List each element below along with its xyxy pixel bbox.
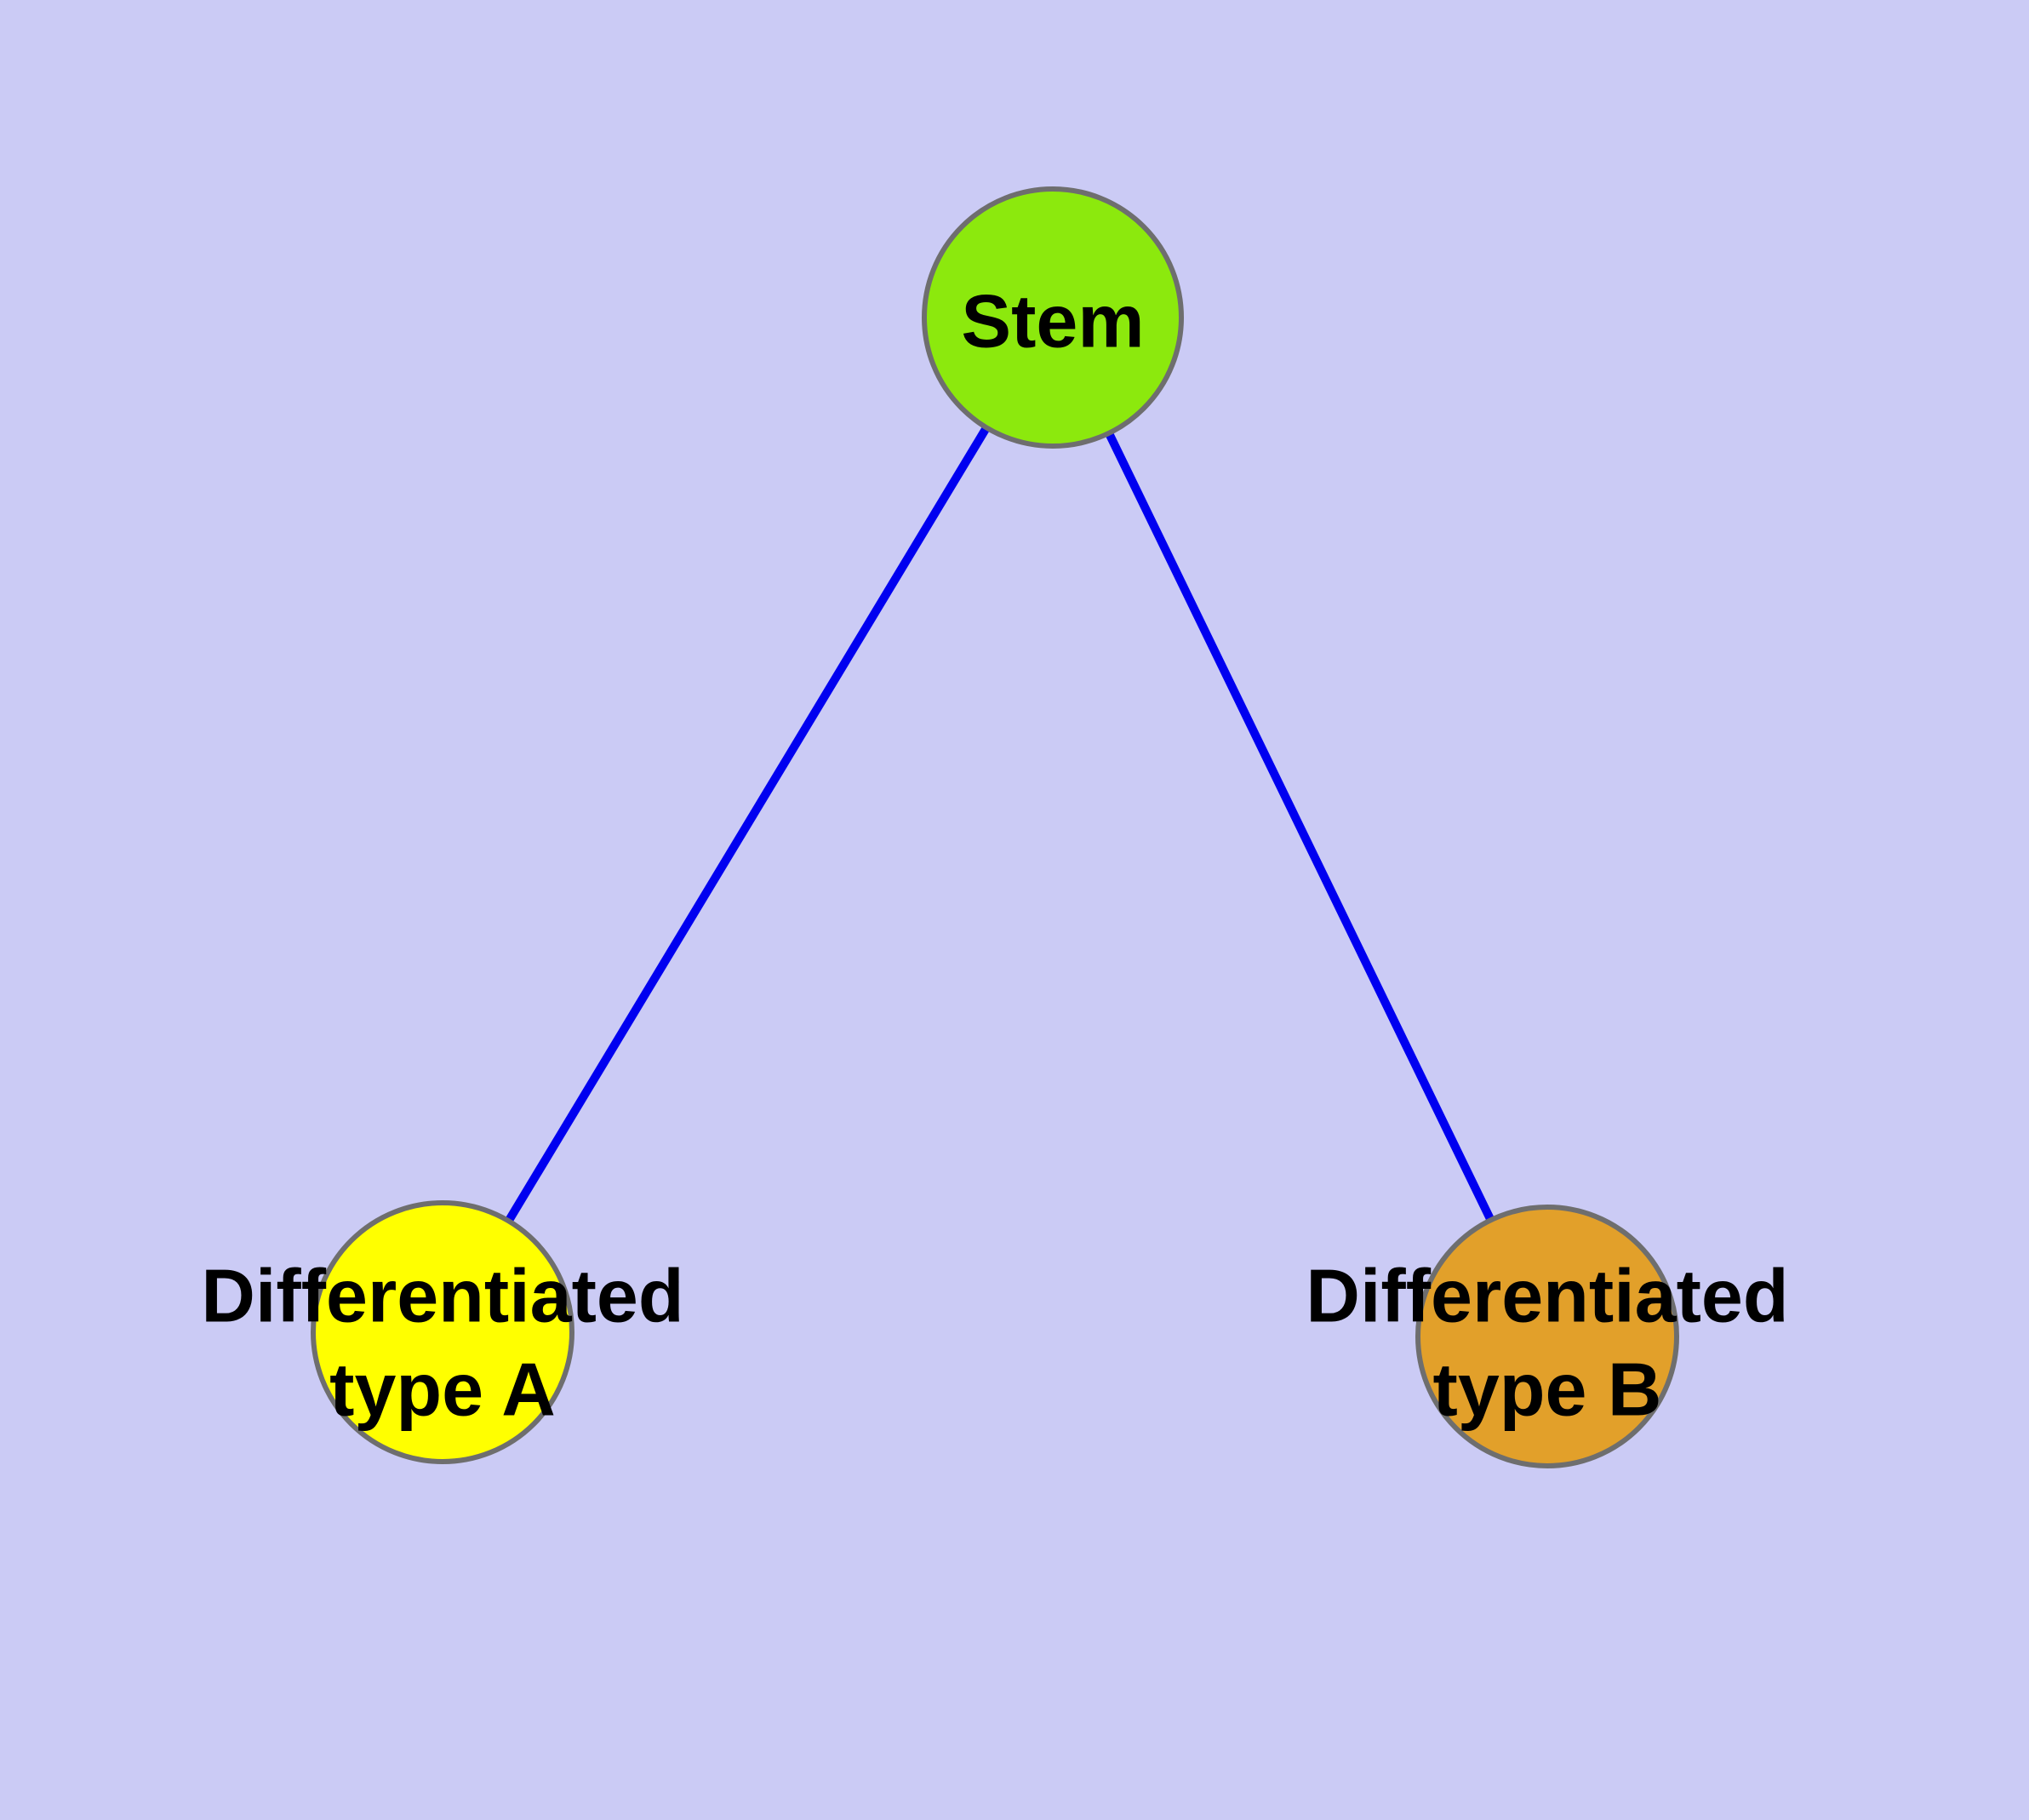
node-type-b-label-line2: type B xyxy=(1433,1348,1662,1432)
node-type-b-circle xyxy=(1415,1205,1679,1468)
edge-stem-to-type-a xyxy=(438,315,1057,1333)
node-stem-label: Stem xyxy=(961,279,1144,363)
edge-stem-to-type-b xyxy=(1049,315,1552,1339)
node-type-a-label-line2: type A xyxy=(329,1348,556,1432)
node-type-a-label-line1: Differentiated xyxy=(201,1254,683,1338)
node-type-a-circle xyxy=(311,1200,574,1464)
node-stem-circle xyxy=(922,186,1184,449)
node-type-b-label-line1: Differentiated xyxy=(1306,1254,1788,1338)
